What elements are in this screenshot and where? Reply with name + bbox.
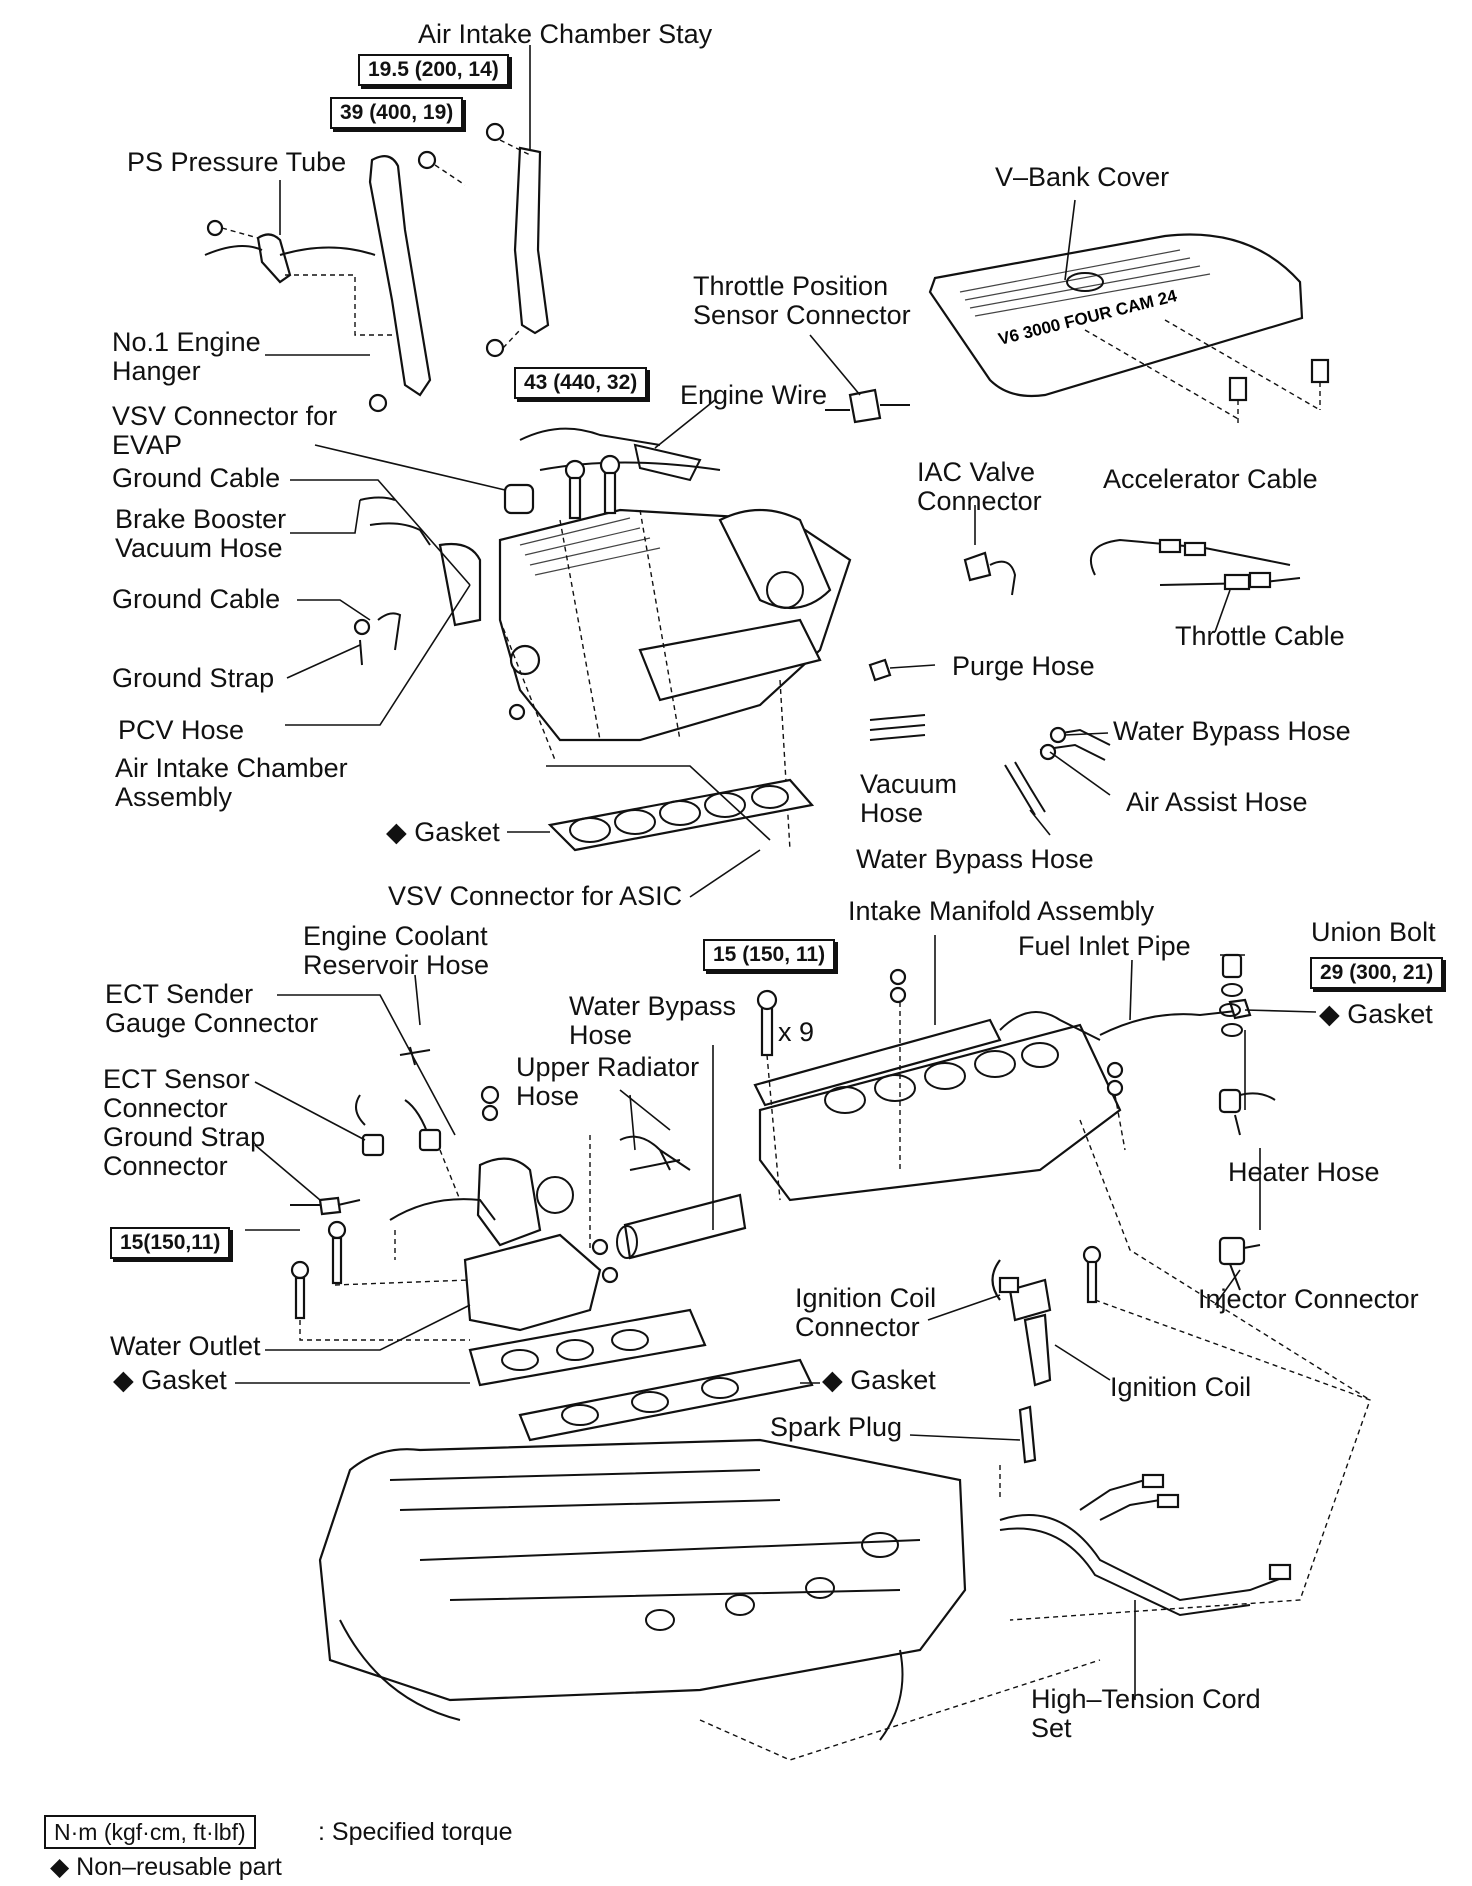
right-side-parts: [825, 388, 1301, 816]
label-ect-sensor-connector: ECT Sensor Connector: [103, 1064, 250, 1123]
label-no1-engine-hanger: No.1 Engine Hanger: [112, 327, 261, 386]
label-heater-hose: Heater Hose: [1228, 1157, 1380, 1187]
air-intake-chamber-assembly: [353, 427, 852, 851]
label-engine-wire: Engine Wire: [680, 380, 828, 410]
torque-box-29: 29 (300, 21): [1310, 957, 1444, 989]
label-water-bypass-hose-2: Water Bypass Hose: [856, 844, 1094, 874]
label-accelerator-cable: Accelerator Cable: [1103, 464, 1318, 494]
leader-lines: [235, 45, 1317, 1700]
label-times-nine: x 9: [778, 1017, 815, 1047]
torque-box-19-5: 19.5 (200, 14): [358, 54, 509, 86]
label-air-assist-hose: Air Assist Hose: [1126, 787, 1308, 817]
label-ground-strap-connector: Ground Strap Connector: [103, 1122, 266, 1181]
legend-torque-description: : Specified torque: [318, 1818, 513, 1846]
label-ps-pressure-tube: PS Pressure Tube: [127, 147, 347, 177]
label-iac-valve-connector: IAC Valve Connector: [917, 457, 1042, 516]
label-gasket-4: ◆ Gasket: [822, 1365, 936, 1395]
label-water-bypass-hose-3: Water Bypass Hose: [569, 991, 737, 1050]
label-ignition-coil: Ignition Coil: [1110, 1372, 1252, 1402]
label-vacuum-hose: Vacuum Hose: [860, 769, 958, 828]
label-gasket-2: ◆ Gasket: [1319, 999, 1433, 1029]
ignition-coil-parts: [991, 1245, 1371, 1621]
v-bank-cover: V6 3000 FOUR CAM 24: [928, 233, 1330, 425]
label-vsv-connector-asic: VSV Connector for ASIC: [388, 881, 683, 911]
lower-gaskets: [468, 1308, 814, 1442]
label-ignition-coil-connector: Ignition Coil Connector: [795, 1283, 937, 1342]
label-gasket-1: ◆ Gasket: [386, 817, 500, 847]
engine-hanger-and-stay: [204, 122, 550, 413]
legend-non-reusable: ◆ Non–reusable part: [50, 1853, 282, 1881]
label-ect-sender-gauge-connector: ECT Sender Gauge Connector: [105, 979, 319, 1038]
label-spark-plug: Spark Plug: [770, 1412, 903, 1442]
upper-gasket: [547, 778, 815, 852]
label-v-bank-cover: V–Bank Cover: [995, 162, 1170, 192]
label-vsv-connector-evap: VSV Connector for EVAP: [112, 401, 338, 460]
label-throttle-cable: Throttle Cable: [1175, 621, 1345, 651]
label-union-bolt: Union Bolt: [1311, 917, 1436, 947]
label-engine-coolant-reservoir-hose: Engine Coolant Reservoir Hose: [303, 921, 490, 980]
label-upper-radiator-hose: Upper Radiator Hose: [516, 1052, 700, 1111]
label-air-intake-chamber-assembly: Air Intake Chamber Assembly: [115, 753, 348, 812]
label-water-outlet: Water Outlet: [110, 1331, 261, 1361]
legend-torque-unit-box: N·m (kgf·cm, ft·lbf): [44, 1815, 256, 1849]
label-ground-cable-1: Ground Cable: [112, 463, 281, 493]
label-fuel-inlet-pipe: Fuel Inlet Pipe: [1018, 931, 1191, 961]
torque-box-15-b: 15(150,11): [110, 1227, 231, 1259]
label-ground-cable-2: Ground Cable: [112, 584, 281, 614]
hoses-middle: [589, 1135, 747, 1260]
torque-box-15-a: 15 (150, 11): [703, 939, 836, 971]
label-pcv-hose: PCV Hose: [118, 715, 245, 745]
intake-manifold-assembly: [753, 953, 1371, 1401]
high-tension-cord-set: [999, 1473, 1292, 1617]
label-ground-strap: Ground Strap: [112, 663, 275, 693]
label-water-bypass-hose-1: Water Bypass Hose: [1113, 716, 1351, 746]
label-purge-hose: Purge Hose: [952, 651, 1095, 681]
water-outlet-assembly: [290, 1046, 619, 1341]
label-gasket-3: ◆ Gasket: [113, 1365, 227, 1395]
label-injector-connector: Injector Connector: [1198, 1284, 1419, 1314]
label-intake-manifold-assembly: Intake Manifold Assembly: [848, 896, 1155, 926]
label-brake-booster-vacuum-hose: Brake Booster Vacuum Hose: [115, 504, 287, 563]
label-throttle-position-sensor-connector: Throttle Position Sensor Connector: [693, 271, 911, 330]
label-air-intake-chamber-stay: Air Intake Chamber Stay: [418, 19, 713, 49]
torque-box-39: 39 (400, 19): [330, 97, 464, 129]
engine-block: [318, 1438, 1101, 1761]
label-high-tension-cord-set: High–Tension Cord Set: [1031, 1684, 1261, 1743]
torque-box-43: 43 (440, 32): [514, 367, 648, 399]
